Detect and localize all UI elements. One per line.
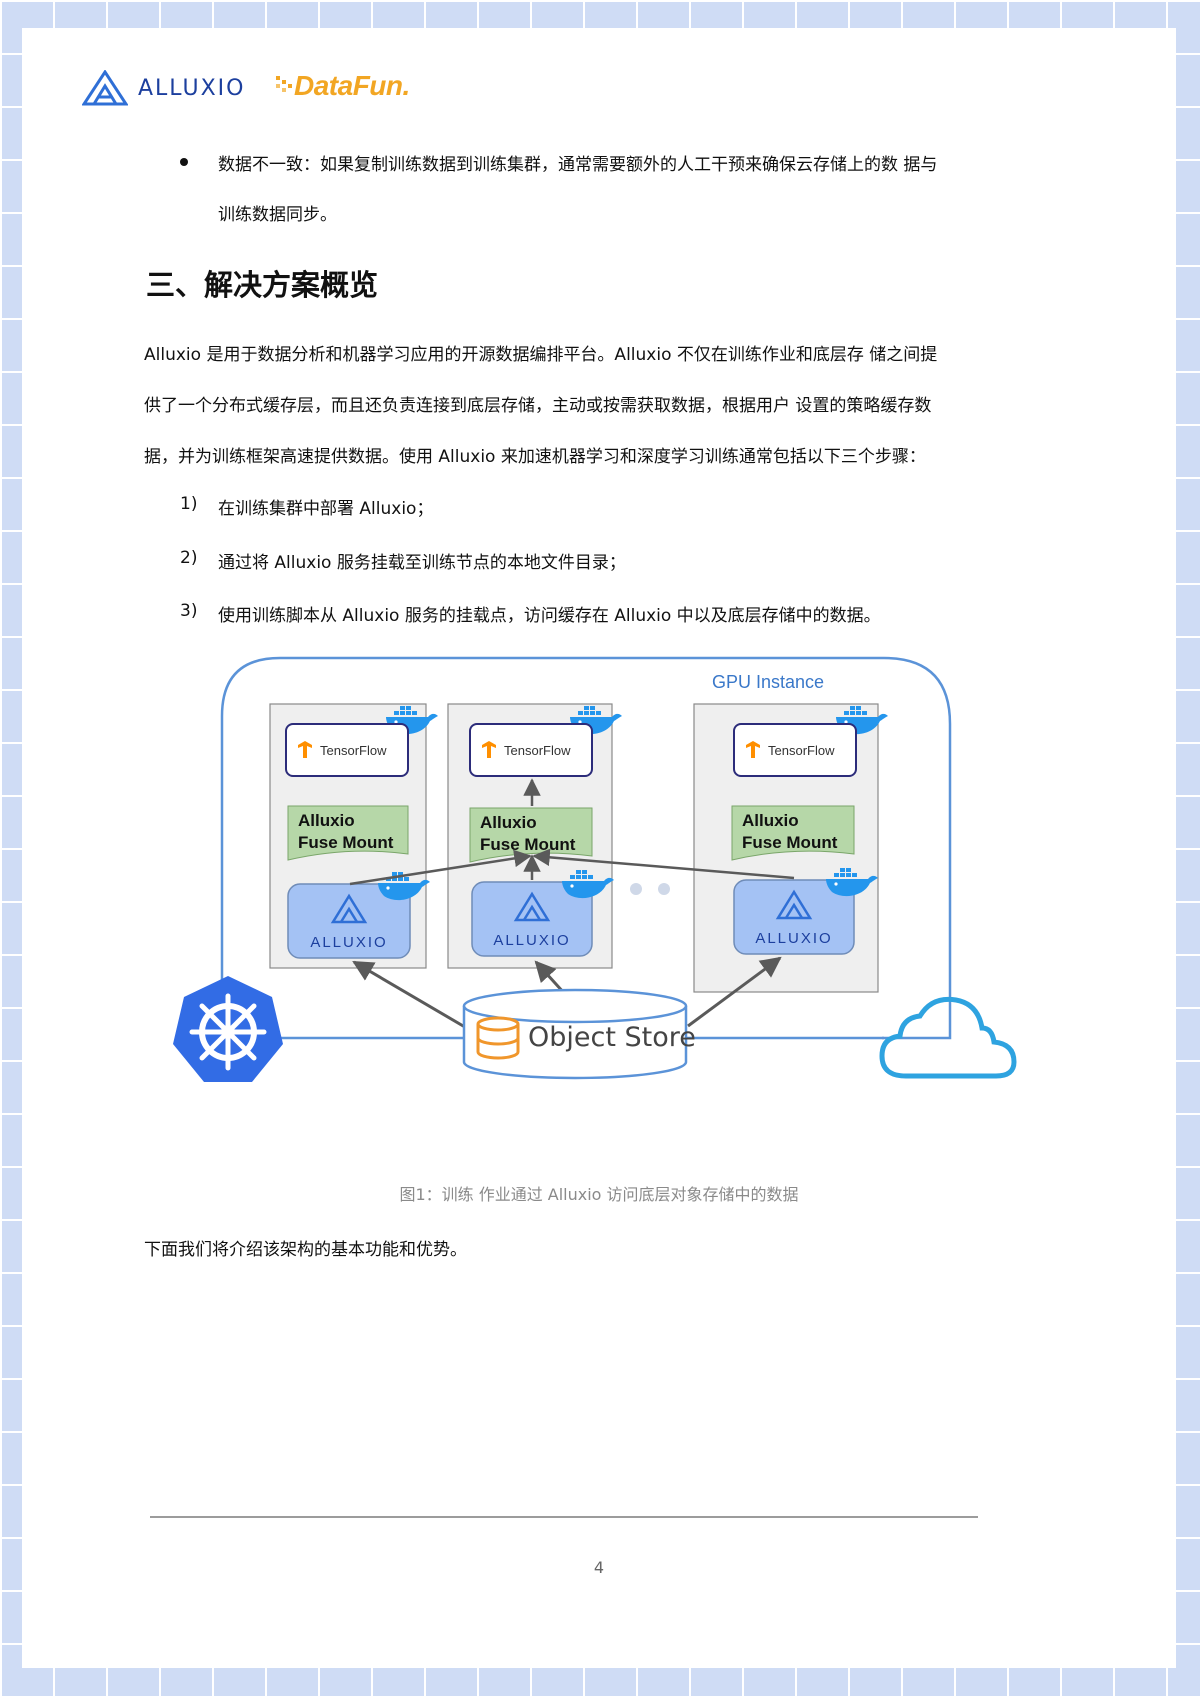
intro-line-1: Alluxio 是用于数据分析和机器学习应用的开源数据编排平台。Alluxio … [144,345,938,365]
cloud-icon [879,996,1017,1079]
node-1: TensorFlow Alluxio Fuse Mount ALLUXIO [269,703,438,969]
tensorflow-label: TensorFlow [768,743,835,758]
fuse-label-line2: Fuse Mount [742,833,838,852]
bullet-line-2: 训练数据同步。 [218,205,337,225]
fuse-label-line1: Alluxio [742,811,799,830]
fuse-label-line2: Fuse Mount [480,835,576,854]
alluxio-box-label: ALLUXIO [310,934,387,951]
gpu-instance-label: GPU Instance [712,672,824,692]
tensorflow-label: TensorFlow [320,743,387,758]
figure-caption: 图1：训练 作业通过 Alluxio 访问底层对象存储中的数据 [399,1185,799,1204]
datafun-logo: DataFun. [274,66,424,110]
intro-line-3: 据，并为训练框架高速提供数据。使用 Alluxio 来加速机器学习和深度学习训练… [144,447,926,467]
alluxio-logo: ALLUXIO [82,68,262,108]
document-page: ALLUXIO DataFun. 数据不一致：如果复制训练数据到训练集群，通常需… [22,28,1176,1668]
alluxio-box-label: ALLUXIO [493,932,570,949]
fuse-label-line2: Fuse Mount [298,833,394,852]
kubernetes-icon [173,976,283,1082]
object-store: Object Store [462,988,696,1080]
object-store-label: Object Store [528,1022,696,1053]
step-text-3: 使用训练脚本从 Alluxio 服务的挂载点，访问缓存在 Alluxio 中以及… [218,606,881,626]
datafun-logo-text: DataFun. [294,70,410,101]
step-text-2: 通过将 Alluxio 服务挂载至训练节点的本地文件目录； [218,553,626,573]
step-number-1: 1) [180,494,198,514]
alluxio-logo-text: ALLUXIO [138,76,246,101]
alluxio-box-label: ALLUXIO [755,930,832,947]
footer-divider [150,1516,978,1518]
step-number-3: 3) [180,601,198,621]
fuse-label-line1: Alluxio [298,811,355,830]
node-3: TensorFlow Alluxio Fuse Mount ALLUXIO [693,703,888,993]
tensorflow-label: TensorFlow [504,743,571,758]
architecture-diagram: GPU Instance TensorFlow Alluxio Fuse Mou… [173,656,1017,1082]
ellipsis-dot [658,883,670,895]
bullet-line-1: 数据不一致：如果复制训练数据到训练集群，通常需要额外的人工干预来确保云存储上的数… [218,155,938,175]
closing-sentence: 下面我们将介绍该架构的基本功能和优势。 [144,1240,467,1260]
section-title: 三、解决方案概览 [146,268,379,302]
fuse-label-line1: Alluxio [480,813,537,832]
gpu-instance-border [220,656,952,1040]
alluxio-mark-icon [82,70,128,106]
ellipsis-dot [630,883,642,895]
page-number: 4 [593,1558,605,1577]
datafun-dots-icon [276,76,292,92]
node-2: TensorFlow Alluxio Fuse Mount ALLUXIO [447,703,622,969]
data-flow-arrows [349,778,795,1032]
step-number-2: 2) [180,548,198,568]
intro-line-2: 供了一个分布式缓存层，而且还负责连接到底层存储，主动或按需获取数据，根据用户 设… [144,396,932,416]
bullet-dot [180,158,188,166]
database-icon [476,1016,520,1060]
step-text-1: 在训练集群中部署 Alluxio； [218,499,434,519]
